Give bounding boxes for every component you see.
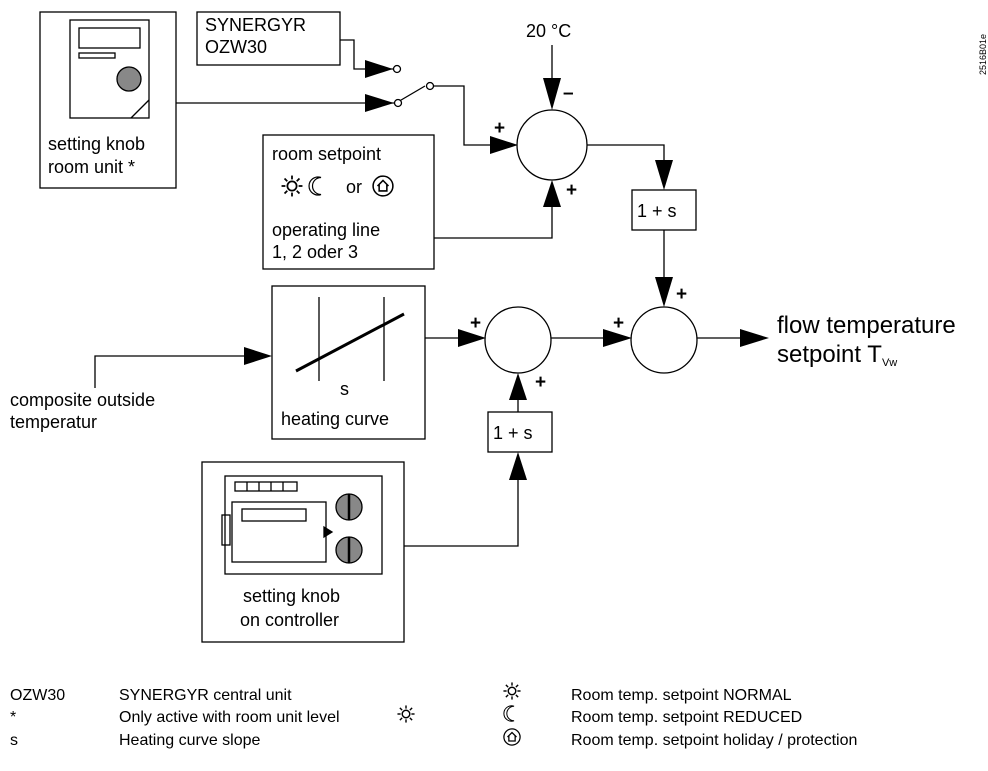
controller-box <box>201 461 405 643</box>
sun-icon <box>281 175 303 197</box>
room-unit-box <box>39 11 177 189</box>
sign-plus-right-top: + <box>676 284 688 305</box>
ozw-box <box>196 11 341 66</box>
switch-contact-ozw <box>392 64 402 74</box>
sum-junction-middle <box>484 306 552 374</box>
room-setpoint-or: or <box>346 177 363 197</box>
sum-junction-right <box>630 306 698 374</box>
heating-curve-box <box>271 285 426 440</box>
legend-sun-icon <box>503 682 521 700</box>
heating-curve-slope: s <box>340 379 349 399</box>
legend-key-ozw: OZW30 <box>10 687 66 704</box>
arrow-into-right-junction <box>603 329 632 347</box>
arrow-20c <box>543 78 561 110</box>
room-setpoint-line1: room setpoint <box>272 144 382 164</box>
sign-plus-middle-bottom: + <box>535 372 547 393</box>
output-subscript: Vw <box>881 357 898 369</box>
ozw-line2: OZW30 <box>205 37 268 57</box>
room-setpoint-line4: 1, 2 oder 3 <box>272 242 359 262</box>
output-line2: setpoint TVw <box>777 341 898 369</box>
sign-plus-middle-left: + <box>470 313 482 334</box>
room-unit-device-icon <box>69 19 150 119</box>
arrowheads <box>244 60 769 480</box>
arrow-to-block-upper <box>655 160 673 190</box>
sign-plus-right-left: + <box>613 313 625 334</box>
outside-line2: temperatur <box>10 412 98 432</box>
wires <box>94 39 742 547</box>
room-setpoint-box <box>262 134 435 270</box>
legend-asterisk-sun-icon <box>397 705 415 723</box>
arrow-lower-up <box>509 373 527 400</box>
outside-line1: composite outside <box>10 390 156 410</box>
legend-text-reduced: Room temp. setpoint REDUCED <box>571 709 803 726</box>
switch-common <box>425 81 435 91</box>
arrow-output <box>740 329 769 347</box>
arrow-controller-up <box>509 452 527 480</box>
room-unit-line1: setting knob <box>48 134 146 154</box>
controller-line2: on controller <box>240 610 340 630</box>
controller-device-icon <box>221 475 383 575</box>
block-upper-label: 1 + s <box>637 201 677 221</box>
arrow-room-unit <box>365 94 394 112</box>
legend-text-normal: Room temp. setpoint NORMAL <box>571 687 792 704</box>
sign-plus-top-left: + <box>494 118 506 139</box>
block-lower <box>487 411 553 453</box>
arrow-into-top-junction <box>490 136 518 154</box>
legend-text-ozw: SYNERGYR central unit <box>119 687 292 704</box>
legend-text-s: Heating curve slope <box>119 732 261 749</box>
output-line1: flow temperature <box>777 312 956 339</box>
legend-key-s: s <box>10 732 18 749</box>
temp-label: 20 °C <box>526 21 572 41</box>
corner-code: 2516B01e <box>978 33 988 75</box>
arrow-into-middle-junction <box>458 329 486 347</box>
arrow-outside-temp <box>244 347 272 365</box>
sum-junction-top <box>516 109 588 181</box>
legend-text-asterisk: Only active with room unit level <box>119 709 340 726</box>
room-setpoint-line3: operating line <box>272 220 381 240</box>
arrow-to-right-junction <box>655 277 673 307</box>
house-icon <box>372 175 394 197</box>
arrow-setpoint-up <box>543 180 561 207</box>
room-unit-line2: room unit * <box>48 157 136 177</box>
legend-moon-icon <box>503 705 515 722</box>
sign-plus-top-bottom: + <box>566 180 578 201</box>
ozw-line1: SYNERGYR <box>205 15 307 35</box>
moon-icon <box>308 176 322 196</box>
controller-line1: setting knob <box>243 586 341 606</box>
heating-curve-graph <box>295 297 405 381</box>
sign-minus-top: – <box>563 83 574 104</box>
legend-text-holiday: Room temp. setpoint holiday / protection <box>571 732 858 749</box>
heating-curve-caption: heating curve <box>281 409 390 429</box>
legend-key-asterisk: * <box>10 709 17 726</box>
switch-contact-room <box>393 98 403 108</box>
arrow-ozw <box>365 60 393 78</box>
block-lower-label: 1 + s <box>493 423 533 443</box>
legend-house-icon <box>503 728 521 746</box>
